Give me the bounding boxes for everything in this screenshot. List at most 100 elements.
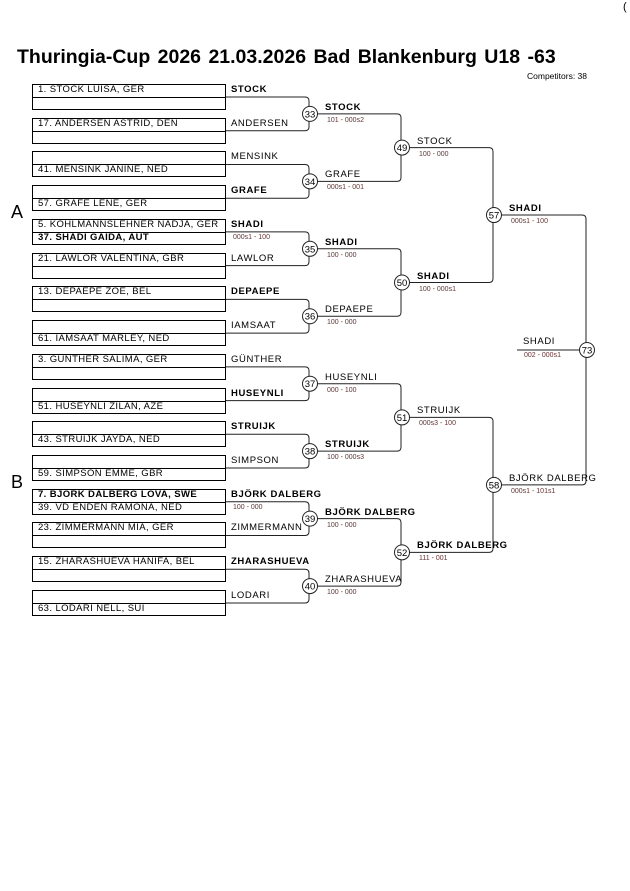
competitor-box: [32, 455, 226, 482]
match-73-number: 73: [582, 345, 593, 356]
competitor-name: 43. STRUIJK JAYDA, NED: [38, 434, 161, 446]
advance-label: IAMSAAT: [231, 320, 277, 332]
match-score: 100 - 000s3: [327, 454, 364, 462]
corner-mark: (: [623, 1, 627, 13]
competitor-name: 23. ZIMMERMANN MIA, GER: [38, 522, 174, 534]
competitor-name: 5. KOHLMANNSLEHNER NADJA, GER: [38, 218, 219, 230]
competitor-name: 63. LODARI NELL, SUI: [38, 602, 145, 614]
competitor-box: [32, 218, 226, 245]
final-winner-label: SHADI: [523, 335, 556, 347]
match-34-number: 34: [305, 177, 316, 188]
advance-label: SIMPSON: [231, 455, 280, 467]
advance-label: MENSINK: [231, 151, 279, 163]
match-52-number: 52: [397, 548, 408, 559]
match-49-number: 49: [397, 143, 408, 154]
advance-label: GÜNTHER: [231, 353, 283, 365]
match-score: 101 - 000s2: [327, 116, 364, 124]
winner-label: BJÖRK DALBERG: [325, 506, 416, 518]
competitor-name: 61. IAMSAAT MARLEY, NED: [38, 333, 170, 345]
pool-b-label: B: [11, 472, 24, 492]
competitor-box: [32, 589, 226, 616]
match-score: 100 - 000: [327, 251, 357, 259]
winner-label: STRUIJK: [325, 439, 370, 451]
competitor-name: 37. SHADI GAIDA, AUT: [38, 231, 150, 243]
match-40-number: 40: [305, 582, 316, 593]
advance-label: DEPAEPE: [231, 286, 280, 298]
match-score: 100 - 000s1: [419, 285, 456, 293]
competitor-name: 15. ZHARASHUEVA HANIFA, BEL: [38, 556, 195, 568]
winner-label: BJÖRK DALBERG: [417, 540, 508, 552]
advance-label: STOCK: [231, 84, 268, 95]
winner-label: DEPAEPE: [325, 304, 374, 316]
advance-label: BJÖRK DALBERG: [231, 488, 322, 500]
match-score: 100 - 000: [327, 521, 357, 529]
match-score: 100 - 000: [327, 589, 357, 597]
advance-label: LODARI: [231, 589, 270, 601]
connector-line: [409, 147, 494, 284]
advance-label: ZHARASHUEVA: [231, 556, 310, 568]
match-37-number: 37: [305, 379, 316, 390]
match-33-number: 33: [305, 109, 316, 120]
advance-label: STRUIJK: [231, 421, 276, 433]
competitor-box: [32, 252, 226, 279]
advance-label: LAWLOR: [231, 252, 275, 264]
match-score: 100 - 000: [233, 503, 263, 511]
competitor-name: 1. STOCK LUISA, GER: [38, 84, 145, 95]
match-score: 000 - 100: [327, 386, 357, 394]
winner-label: SHADI: [509, 203, 542, 215]
competitor-name: 59. SIMPSON EMME, GBR: [38, 468, 164, 480]
competitor-name: 51. HUSEYNLI ZILAN, AZE: [38, 400, 164, 412]
match-38-number: 38: [305, 447, 316, 458]
advance-label: ZIMMERMANN: [231, 522, 303, 534]
final-score: 002 - 000s1: [524, 351, 561, 359]
competitor-box: [32, 84, 226, 110]
competitor-name: 3. GÜNTHER SALIMA, GER: [38, 353, 168, 365]
competitor-box: [32, 151, 226, 178]
match-50-number: 50: [397, 278, 408, 289]
connector-line: [409, 416, 494, 553]
winner-label: BJÖRK DALBERG: [509, 472, 597, 484]
competitor-box: [32, 522, 226, 549]
competitors-count: Competitors: 38: [527, 71, 587, 81]
match-score: 111 - 001: [419, 555, 448, 563]
competitor-box: [32, 117, 226, 144]
competitor-name: 17. ANDERSEN ASTRID, DEN: [38, 117, 178, 129]
match-score: 000s1 - 101s1: [511, 487, 556, 495]
competitor-box: [32, 353, 226, 380]
winner-label: SHADI: [325, 236, 358, 248]
competitor-box: [32, 488, 226, 515]
match-score: 000s1 - 100: [511, 218, 548, 226]
advance-label: GRAFE: [231, 185, 268, 197]
competitor-box: [32, 185, 226, 212]
competitor-name: 7. BJÖRK DALBERG LOVA, SWE: [38, 488, 198, 500]
match-36-number: 36: [305, 312, 316, 323]
winner-label: STOCK: [325, 101, 362, 113]
winner-label: SHADI: [417, 270, 450, 282]
competitor-box: [32, 556, 226, 583]
competitor-name: 39. VD ENDEN RAMONA, NED: [38, 501, 183, 513]
winner-label: HUSEYNLI: [325, 371, 378, 383]
competitor-box: [32, 421, 226, 448]
winner-label: STOCK: [417, 135, 453, 147]
competitor-box: [32, 286, 226, 313]
match-39-number: 39: [305, 514, 316, 525]
match-score: 100 - 000: [419, 150, 449, 158]
pool-a-label: A: [11, 202, 24, 222]
competitor-box: [32, 320, 226, 347]
competitor-name: 57. GRAFE LENE, GER: [38, 198, 148, 210]
match-51-number: 51: [397, 413, 408, 424]
advance-label: HUSEYNLI: [231, 387, 284, 399]
match-35-number: 35: [305, 244, 316, 255]
winner-label: STRUIJK: [417, 405, 461, 417]
advance-label: ANDERSEN: [231, 117, 289, 129]
winner-label: ZHARASHUEVA: [325, 574, 403, 586]
match-score: 000s1 - 100: [233, 233, 270, 241]
match-73-circle: [579, 341, 595, 358]
match-score: 000s3 - 100: [419, 420, 456, 428]
competitor-name: 21. LAWLOR VALENTINA, GBR: [38, 252, 185, 264]
match-58-number: 58: [489, 480, 500, 491]
match-57-number: 57: [489, 211, 500, 222]
winner-label: GRAFE: [325, 169, 361, 181]
competitor-name: 13. DEPAEPE ZOÉ, BEL: [38, 286, 152, 298]
